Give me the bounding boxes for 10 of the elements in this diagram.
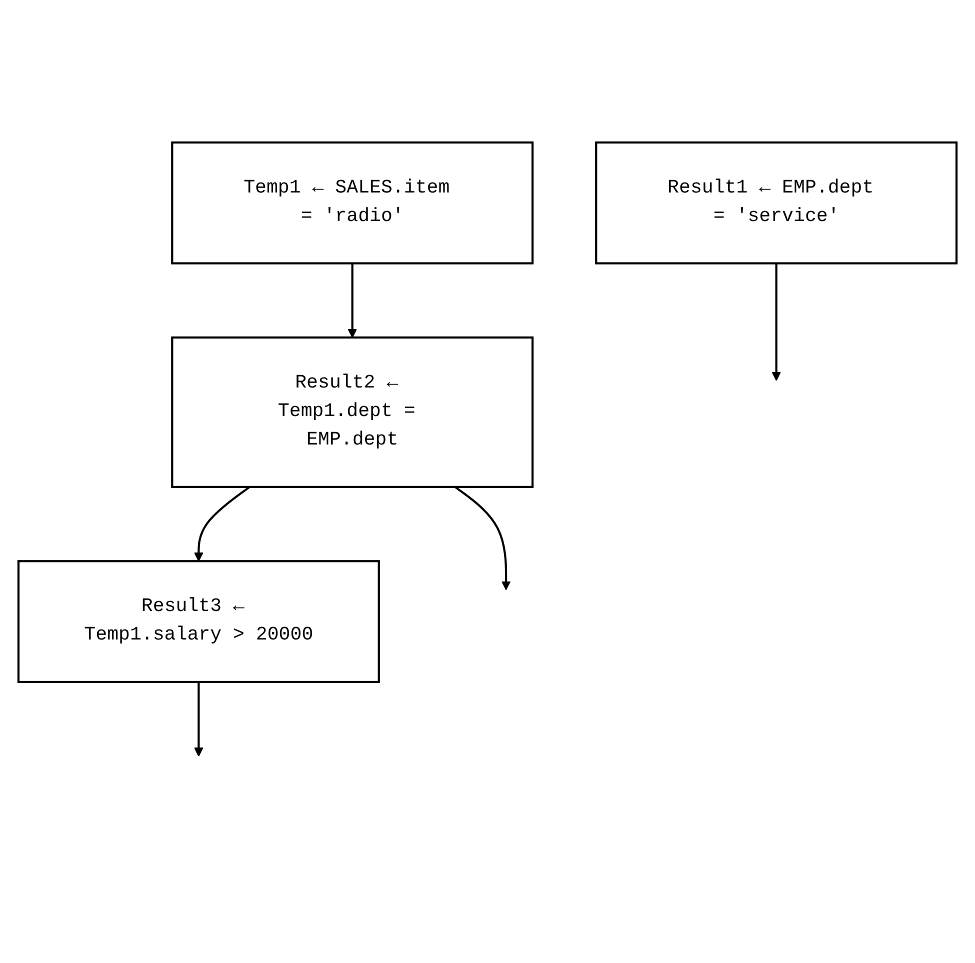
arrow bbox=[194, 682, 204, 757]
arrow bbox=[772, 264, 781, 382]
arrow bbox=[194, 486, 250, 562]
node-box bbox=[595, 142, 958, 265]
node-box bbox=[171, 336, 534, 488]
node-box bbox=[171, 142, 534, 265]
arrow bbox=[348, 264, 358, 338]
node-box bbox=[17, 560, 380, 684]
arrow bbox=[454, 486, 511, 591]
flowchart-drawing: Temp1 ← SALES.item = ′radio′ Result1 ← EMP.dept = ′service′ Result2 ← Temp1.dept = EMP.dept Result3 ← Temp1.salary > 20000 bbox=[10, 134, 965, 829]
